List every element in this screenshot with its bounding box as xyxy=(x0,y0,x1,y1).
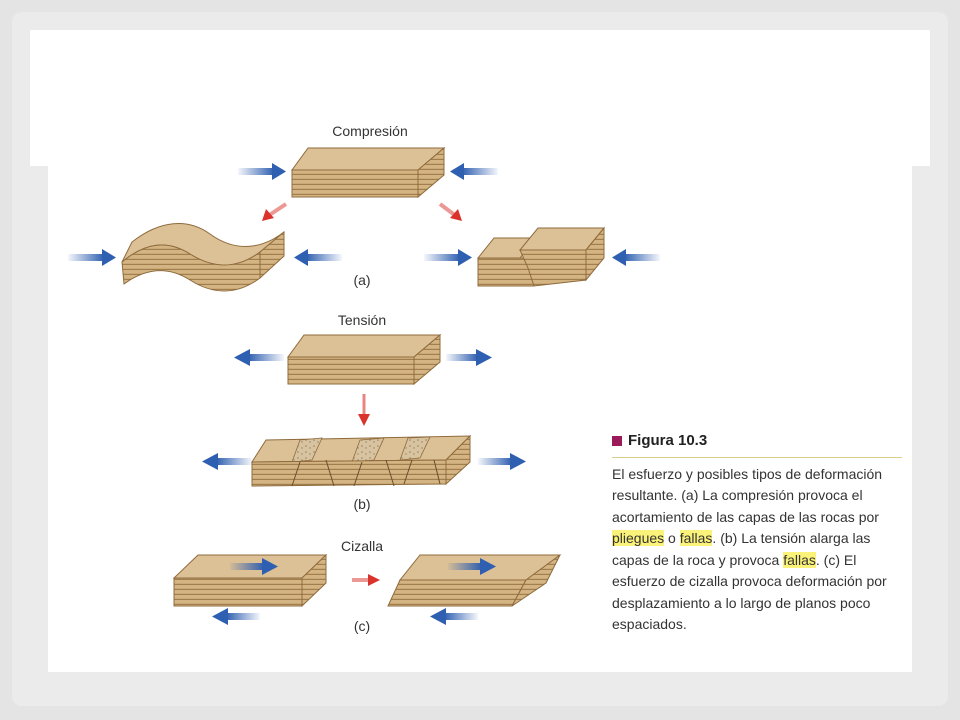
arrow-normal-left-out xyxy=(202,453,252,470)
arrow-shear-after-bottom xyxy=(430,608,478,625)
arrow-to-fault xyxy=(438,202,462,221)
caption-text-1: El esfuerzo y posibles tipos de deformac… xyxy=(612,465,883,525)
figure-caption: Figura 10.3 El esfuerzo y posibles tipos… xyxy=(612,430,902,636)
label-shear: Cizalla xyxy=(340,538,384,554)
caption-heading: Figura 10.3 xyxy=(612,430,902,458)
tension-block xyxy=(287,333,442,386)
folded-block xyxy=(121,223,285,292)
label-compression: Compresión xyxy=(332,123,408,139)
arrow-compression-right-in xyxy=(450,163,498,180)
caption-text-2: o xyxy=(664,530,680,546)
arrow-normal-right-out xyxy=(478,453,526,470)
arrow-to-normal-faults xyxy=(358,394,370,426)
arrow-shear-transition xyxy=(352,574,380,586)
highlight-pliegues: pliegues xyxy=(612,530,665,546)
normal-fault-block xyxy=(251,434,472,487)
arrow-tension-left-out xyxy=(234,349,284,366)
arrow-tension-right-out xyxy=(446,349,492,366)
label-tension: Tensión xyxy=(337,312,387,328)
arrow-shear-before-bottom xyxy=(212,608,260,625)
shear-block-after xyxy=(387,554,562,607)
shear-block-before xyxy=(172,553,328,608)
arrow-compression-left-in xyxy=(238,163,286,180)
label-b: (b) xyxy=(353,496,371,512)
thrust-fault-block xyxy=(476,226,606,287)
arrow-fault-right-in xyxy=(612,249,660,266)
caption-text-3: . (b) La tensión alarga las capas de la … xyxy=(612,530,871,568)
label-a: (a) xyxy=(353,272,371,288)
label-c: (c) xyxy=(353,618,371,634)
caption-figure-number: Figura 10.3 xyxy=(628,432,708,449)
arrow-fold-left-in xyxy=(68,249,116,266)
caption-text-4: . (c) El esfuerzo de cizalla provoca def… xyxy=(612,551,887,633)
highlight-fallas-1: fallas xyxy=(679,530,713,546)
arrow-to-fold xyxy=(262,202,288,221)
highlight-fallas-2: fallas xyxy=(783,551,816,568)
arrow-fault-left-in xyxy=(424,249,472,266)
caption-body: El esfuerzo y posibles tipos de deformac… xyxy=(612,464,902,636)
compression-block xyxy=(291,146,446,199)
arrow-fold-right-in xyxy=(294,249,342,266)
figure-square-icon xyxy=(612,435,622,446)
title-band xyxy=(30,30,930,166)
